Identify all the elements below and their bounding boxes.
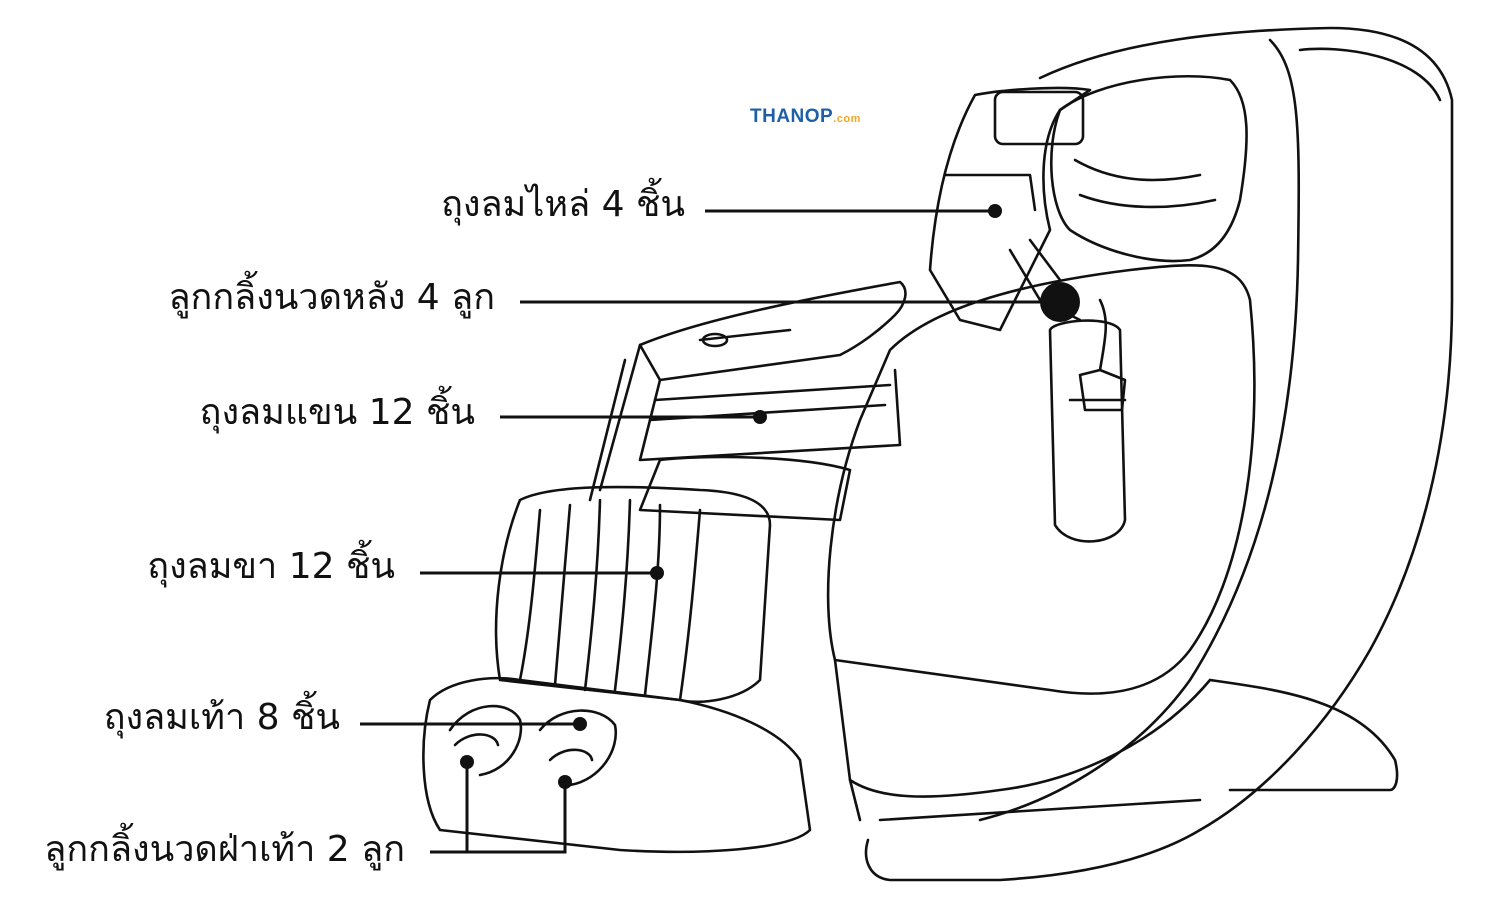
side-panel: [826, 264, 1256, 695]
thanop-logo: THANOP.com: [750, 106, 861, 130]
dot-back-rollers: [1040, 282, 1080, 322]
chair-shell-inner-edge: [978, 38, 1301, 822]
seat: [638, 455, 852, 522]
label-back-rollers: ลูกกลิ้งนวดหลัง 4 ลูก: [168, 277, 495, 318]
label-leg-airbags: ถุงลมขา 12 ชิ้น: [147, 546, 395, 587]
logo-brand: THANOP: [750, 106, 834, 127]
callout-dots: [460, 204, 1080, 789]
label-arm-airbags: ถุงลมแขน 12 ชิ้น: [199, 392, 475, 433]
dot-shoulder-airbags: [988, 204, 1002, 218]
dot-foot-roller-right: [558, 775, 572, 789]
armrest-control-knob: [701, 332, 729, 348]
foot-rest: [422, 676, 812, 854]
callout-line-foot-rollers: [430, 782, 567, 854]
chair-base: [1208, 678, 1399, 792]
callout-lines: [360, 209, 1060, 854]
logo-suffix: .com: [833, 113, 861, 125]
label-foot-rollers: ลูกกลิ้งนวดฝ่าเท้า 2 ลูก: [44, 829, 405, 870]
armrest: [638, 280, 907, 382]
headrest: [1050, 75, 1248, 263]
chair-outer-shell: [864, 26, 1454, 882]
leg-rest: [494, 485, 772, 704]
dot-leg-airbags: [650, 566, 664, 580]
dot-foot-roller-left: [460, 755, 474, 769]
dot-foot-airbags: [573, 717, 587, 731]
display-screen: [993, 90, 1085, 146]
massage-chair-illustration: [422, 26, 1454, 882]
label-foot-airbags: ถุงลมเท้า 8 ชิ้น: [103, 697, 340, 738]
label-shoulder-airbags: ถุงลมไหล่ 4 ชิ้น: [441, 184, 685, 225]
remote-pocket: [1048, 319, 1127, 543]
dot-arm-airbags: [753, 410, 767, 424]
back-frame: [928, 86, 1092, 332]
